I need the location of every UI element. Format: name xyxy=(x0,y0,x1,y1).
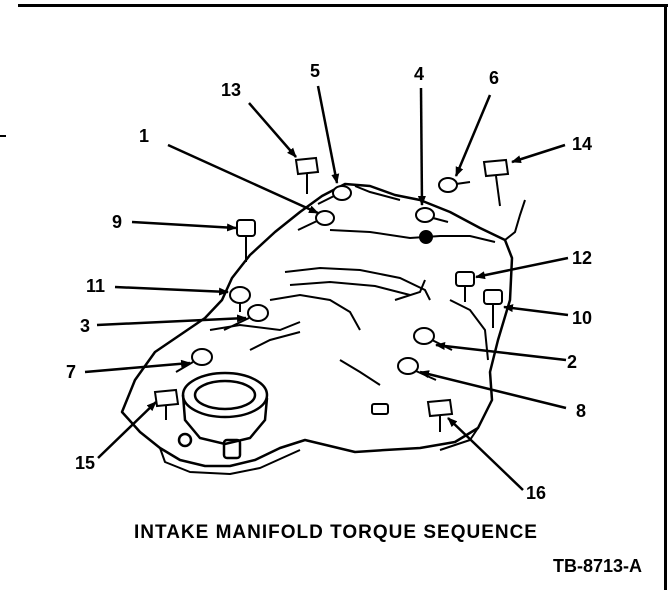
leader-lines xyxy=(84,85,569,491)
bolt-10 xyxy=(483,289,503,328)
frame-border-top xyxy=(18,4,668,7)
callout-1: 1 xyxy=(139,126,149,146)
frame-border-right xyxy=(664,4,667,590)
bolt-7 xyxy=(175,348,213,373)
callout-5: 5 xyxy=(310,61,320,81)
callout-16: 16 xyxy=(526,483,546,503)
callout-11: 11 xyxy=(86,276,105,296)
bolt-6 xyxy=(438,177,471,193)
manifold-body xyxy=(120,182,514,475)
callout-10: 10 xyxy=(572,308,592,328)
bolt-5 xyxy=(317,185,352,205)
callout-15: 15 xyxy=(75,453,95,473)
bolt-16 xyxy=(426,398,454,432)
callout-3: 3 xyxy=(80,316,90,336)
bolt-15 xyxy=(153,388,180,420)
bolt-9 xyxy=(236,219,256,262)
diagram-caption: INTAKE MANIFOLD TORQUE SEQUENCE xyxy=(134,522,538,543)
manifold-details xyxy=(209,185,526,415)
callout-6: 6 xyxy=(489,68,499,88)
callout-4: 4 xyxy=(414,64,424,84)
bolt-1 xyxy=(297,210,335,231)
bolt-13 xyxy=(294,156,320,194)
bolt-4 xyxy=(415,207,449,223)
bolts xyxy=(153,156,510,432)
callout-12: 12 xyxy=(572,248,592,268)
figure-id: TB-8713-A xyxy=(552,556,642,576)
frame-border-tick xyxy=(0,135,6,137)
callout-2: 2 xyxy=(567,352,577,372)
callout-7: 7 xyxy=(66,362,76,382)
bolt-14 xyxy=(482,158,510,207)
callout-numbers: 1 2 3 4 5 6 7 8 9 10 11 12 13 14 15 16 xyxy=(66,61,592,503)
bolt-12 xyxy=(455,271,475,302)
callout-9: 9 xyxy=(112,212,122,232)
callout-13: 13 xyxy=(221,80,241,100)
callout-8: 8 xyxy=(576,401,586,421)
throttle-bore xyxy=(177,371,269,460)
bolt-11 xyxy=(229,286,251,312)
callout-14: 14 xyxy=(572,134,592,154)
bolt-3 xyxy=(223,304,269,331)
bolt-8 xyxy=(397,357,437,381)
